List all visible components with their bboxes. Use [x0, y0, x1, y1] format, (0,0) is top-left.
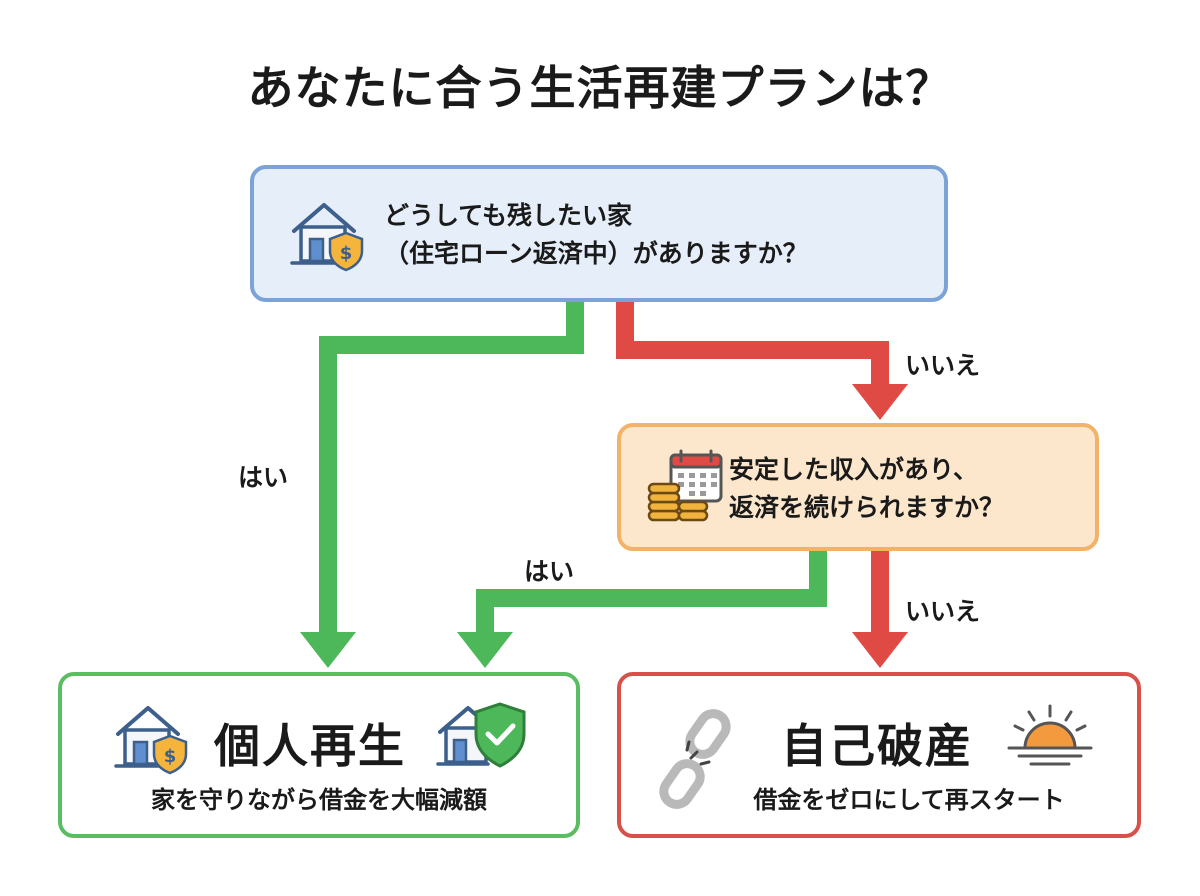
question-2-line1: 安定した収入があり、: [729, 455, 979, 484]
result-1-subtitle: 家を守りながら借金を大幅減額: [151, 786, 487, 814]
result-box-individual-rehabilitation: $ 個人再生 家を守りながら借金を大幅減額: [58, 672, 580, 838]
calendar-coins-icon: [647, 449, 723, 522]
page-title: あなたに合う生活再建プランは？: [247, 61, 953, 115]
result-box-bankruptcy: 自己破産 借金をゼロにして再スタート: [617, 672, 1141, 838]
question-1-text: どうしても残したい家 （住宅ローン返済中）がありますか？: [384, 197, 808, 273]
question-2-line2: 返済を続けられますか？: [729, 493, 1005, 522]
question-2-text: 安定した収入があり、 返済を続けられますか？: [729, 451, 1004, 527]
svg-text:$: $: [340, 243, 353, 264]
yes-label-1: はい: [238, 463, 289, 492]
no-arrowhead-2: [852, 632, 908, 668]
result-1-title: 個人再生: [214, 719, 406, 773]
yes-label-2: はい: [524, 557, 575, 586]
house-shield-dollar-icon: $: [114, 706, 188, 775]
no-label-1: いいえ: [905, 351, 981, 380]
result-2-title: 自己破産: [781, 719, 973, 773]
no-arrowhead-1: [852, 384, 908, 420]
sunrise-icon: [1007, 704, 1093, 766]
question-box-house: $ どうしても残したい家 （住宅ローン返済中）がありますか？: [250, 165, 948, 302]
house-shield-check-icon: [436, 702, 526, 768]
question-box-income: 安定した収入があり、 返済を続けられますか？: [617, 423, 1099, 551]
question-1-line1: どうしても残したい家: [384, 201, 633, 230]
result-2-subtitle: 借金をゼロにして再スタート: [753, 786, 1065, 814]
no-label-2: いいえ: [905, 597, 981, 626]
yes-path-2: [476, 551, 827, 640]
no-path-1: [616, 302, 889, 388]
yes-arrowhead-2: [457, 632, 513, 668]
svg-text:$: $: [164, 746, 177, 767]
yes-path-1: [319, 302, 584, 640]
broken-chain-icon: [659, 709, 731, 809]
house-shield-dollar-icon: $: [290, 203, 364, 272]
question-1-line2: （住宅ローン返済中）がありますか？: [384, 239, 808, 268]
yes-arrowhead-1: [300, 632, 356, 668]
